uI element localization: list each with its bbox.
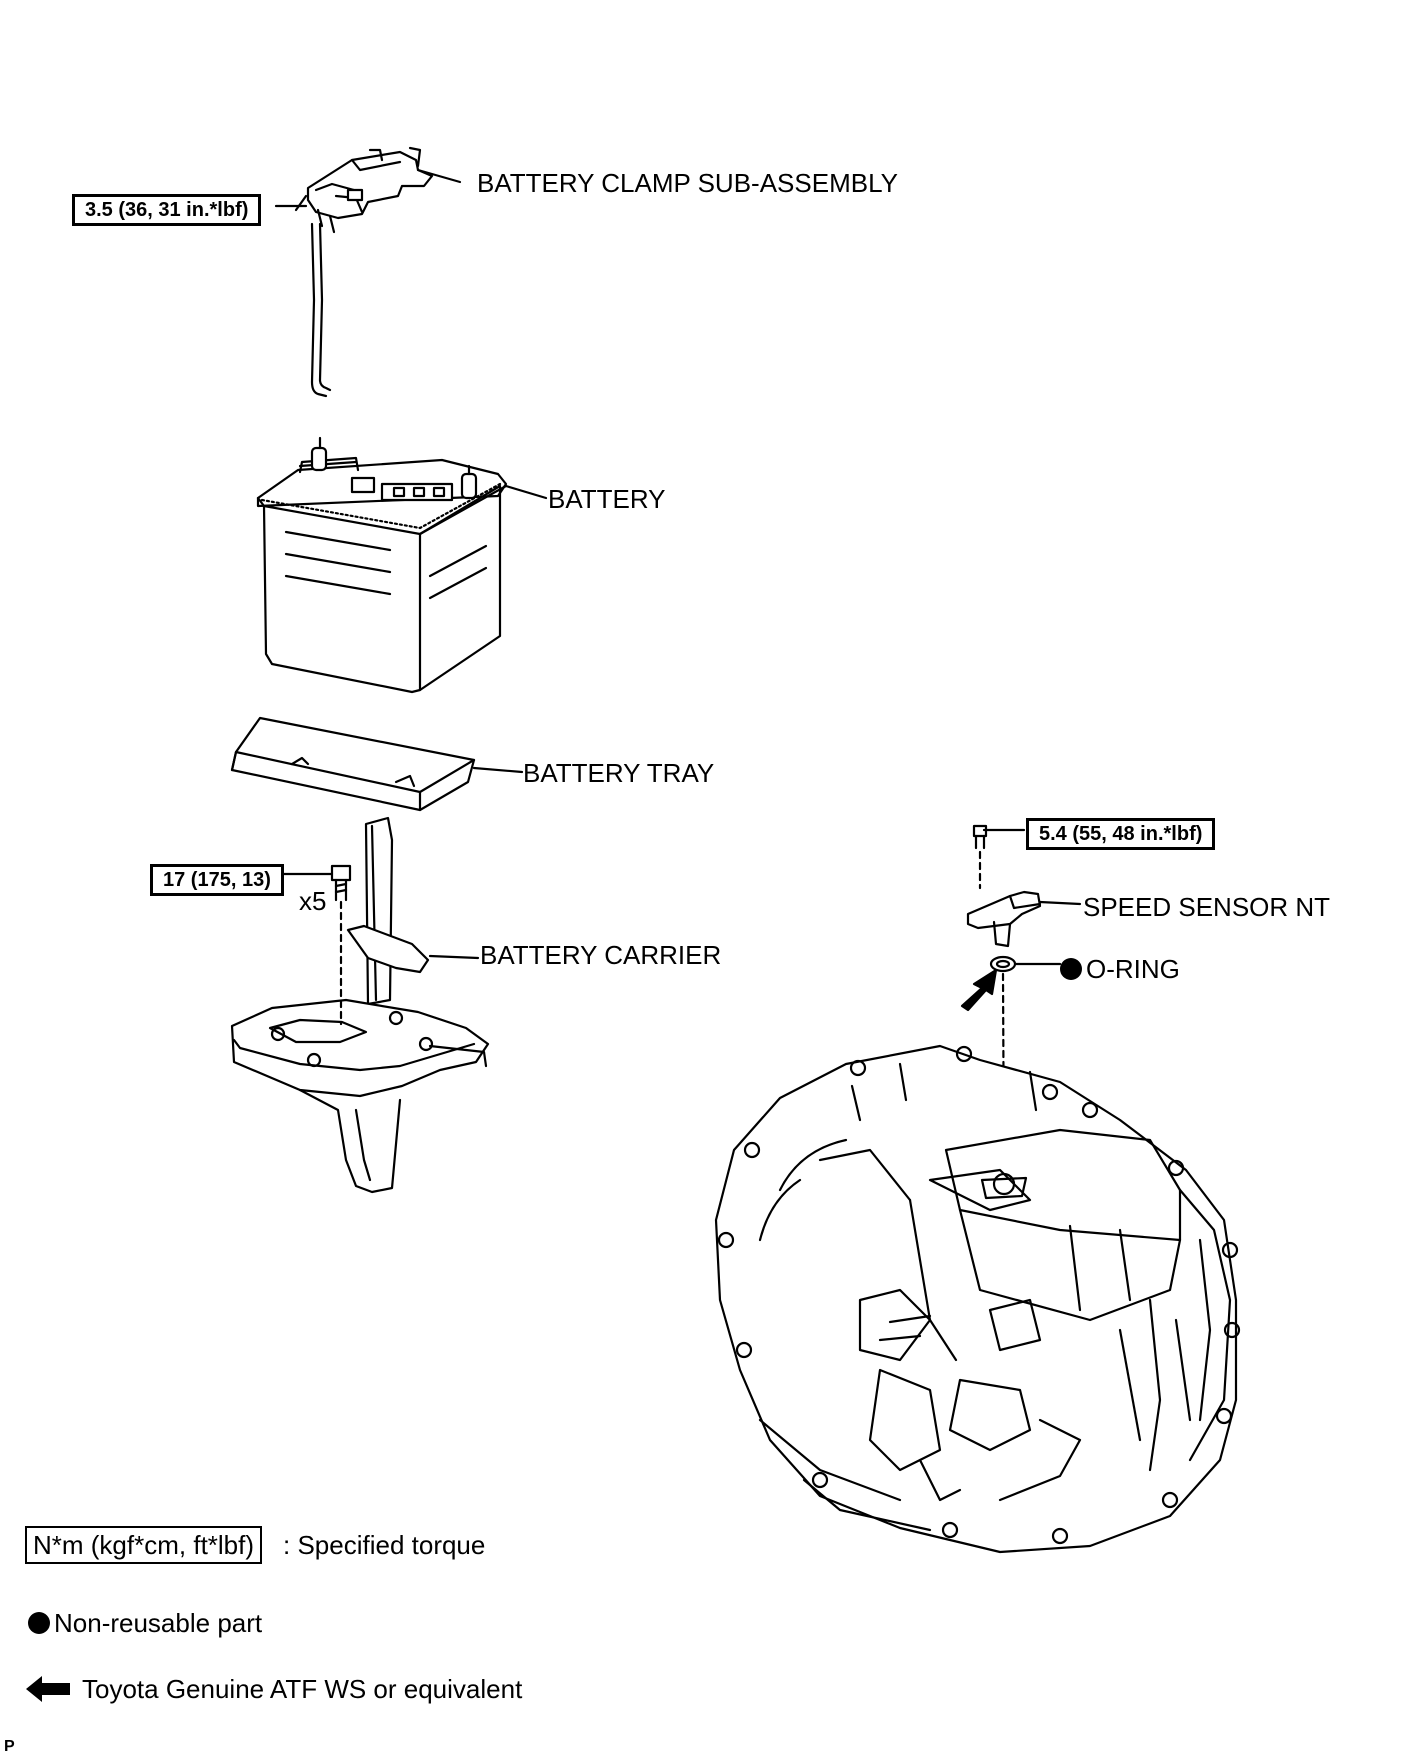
speed-sensor-torque-spec: 5.4 (55, 48 in.*lbf): [1026, 818, 1216, 850]
non-reusable-dot-icon: [1060, 958, 1082, 980]
battery-drawing: [256, 436, 548, 694]
legend-torque-box: N*m (kgf*cm, ft*lbf): [25, 1526, 263, 1564]
legend-dot-icon: [28, 1612, 50, 1634]
legend-torque-text: : Specified torque: [283, 1530, 486, 1560]
legend-arrow-icon: [26, 1676, 70, 1702]
o-ring-text: O-RING: [1086, 954, 1180, 984]
speed-sensor-label: SPEED SENSOR NT: [1083, 892, 1331, 922]
battery-tray-drawing: [230, 716, 524, 812]
battery-clamp-label: BATTERY CLAMP SUB-ASSEMBLY: [477, 168, 898, 198]
clamp-torque-spec: 3.5 (36, 31 in.*lbf): [72, 194, 262, 226]
bolt-count-label: x5: [299, 886, 327, 916]
carrier-torque-spec: 17 (175, 13): [150, 864, 284, 896]
transaxle-drawing: [714, 1044, 1241, 1554]
illustration-code: P: [4, 1738, 15, 1755]
battery-tray-label: BATTERY TRAY: [523, 758, 715, 788]
legend-non-reusable-text: Non-reusable part: [54, 1608, 263, 1638]
legend-atf-text: Toyota Genuine ATF WS or equivalent: [82, 1674, 523, 1704]
battery-clamp-drawing: [294, 146, 462, 398]
o-ring-label: O-RING: [1060, 954, 1180, 984]
battery-carrier-drawing: [230, 816, 490, 1194]
battery-carrier-label: BATTERY CARRIER: [480, 940, 722, 970]
atf-arrow-icon: [960, 968, 998, 1012]
battery-label: BATTERY: [548, 484, 666, 514]
legend-non-reusable: Non-reusable part: [28, 1608, 262, 1638]
